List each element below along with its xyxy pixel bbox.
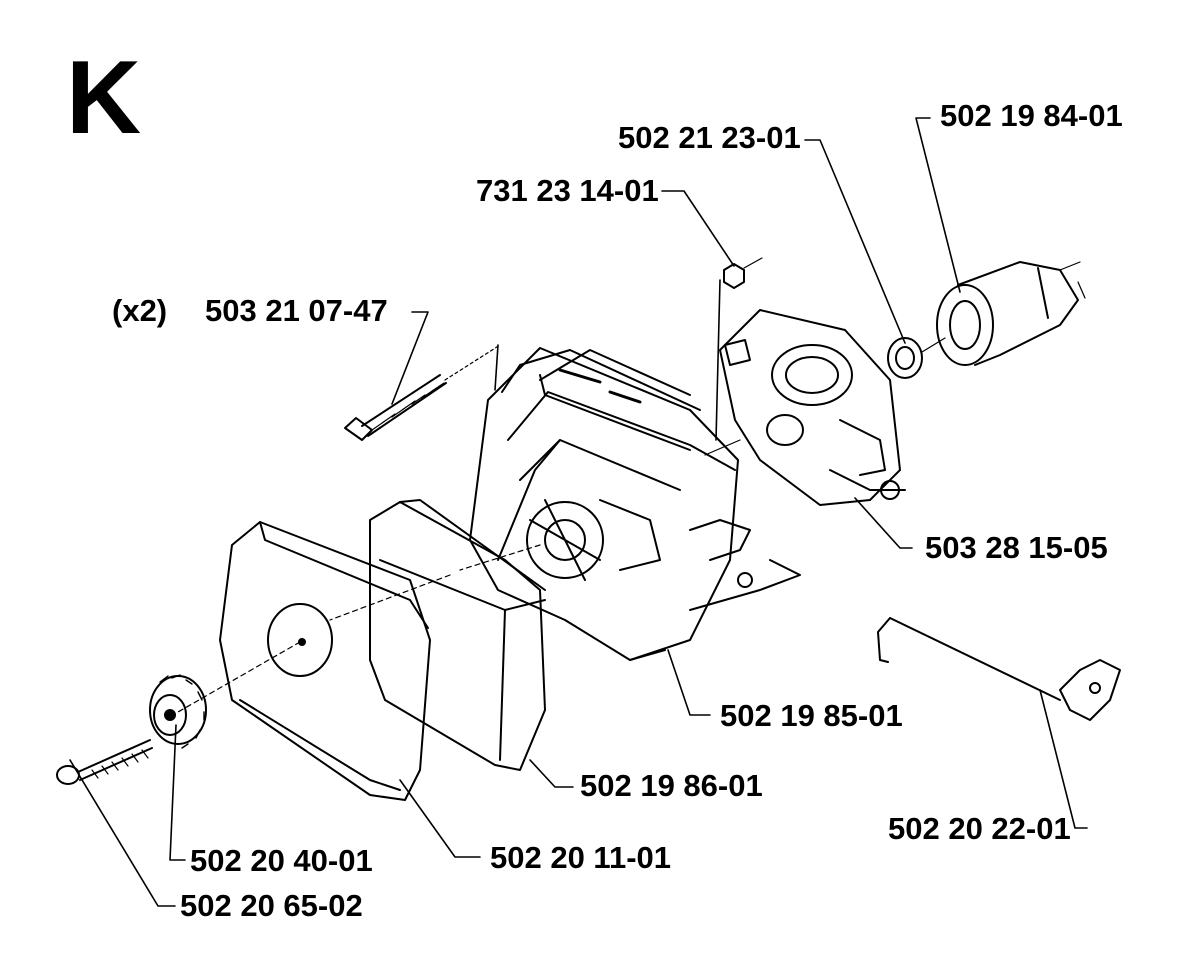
axis-lines [177, 544, 541, 713]
carburetor-part [704, 309, 906, 506]
bolt-part [56, 739, 153, 785]
leader-lines [69, 117, 1088, 907]
filter-cover-part [219, 521, 431, 801]
nut-part [723, 257, 763, 289]
part-label-731-23-14-01: 731 23 14-01 [476, 173, 659, 208]
part-label-502-20-11-01: 502 20 11-01 [490, 840, 672, 875]
intake-elbow-part [936, 261, 1086, 366]
knob-part [149, 674, 207, 749]
gasket-part [887, 337, 946, 379]
filter-element-part [369, 499, 546, 771]
screw-part [344, 344, 501, 441]
part-label-503-21-07-47: 503 21 07-47 [205, 293, 388, 328]
part-label-502-20-65-02: 502 20 65-02 [180, 888, 363, 923]
part-label-502-19-86-01: 502 19 86-01 [580, 768, 763, 803]
choke-rod-part [877, 617, 1121, 721]
part-qty-label: (x2) [112, 293, 168, 328]
part-label-502-19-85-01: 502 19 85-01 [720, 698, 903, 733]
carburetor-body-part [469, 347, 801, 661]
part-label-502-20-22-01: 502 20 22-01 [888, 811, 1071, 846]
part-label-502-20-40-01: 502 20 40-01 [190, 843, 373, 878]
part-label-502-21-23-01: 502 21 23-01 [618, 120, 801, 155]
part-label-503-28-15-05: 503 28 15-05 [925, 530, 1108, 565]
section-letter: K [66, 40, 142, 156]
part-label-502-19-84-01: 502 19 84-01 [940, 98, 1123, 133]
